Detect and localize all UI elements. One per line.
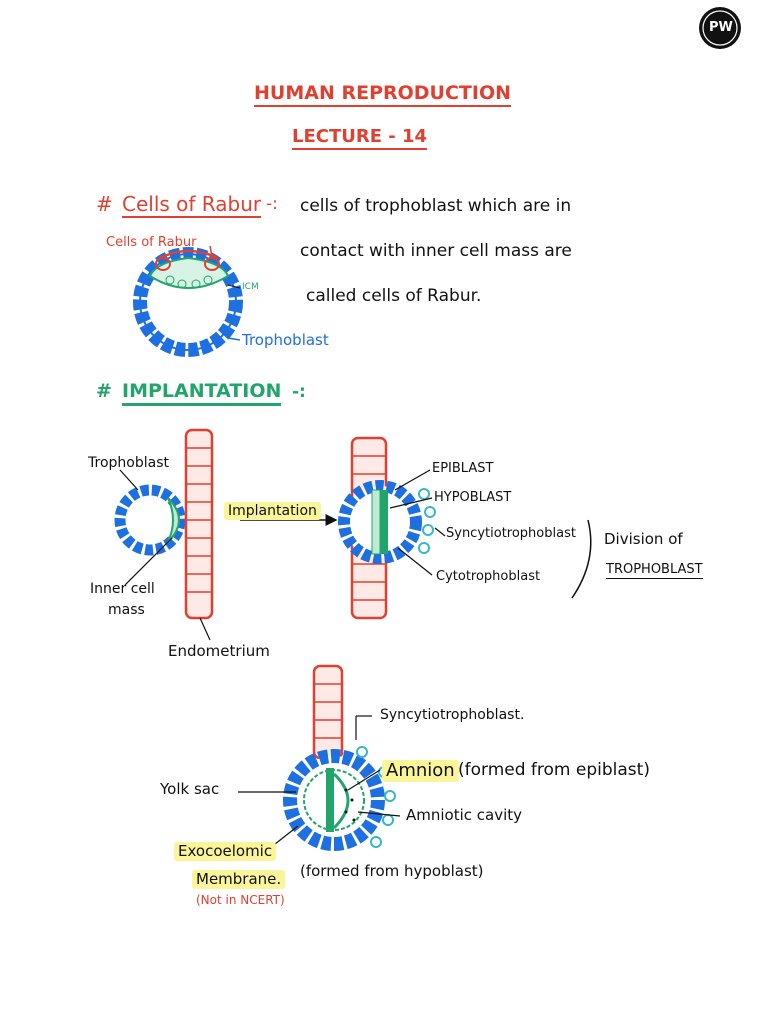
label-cytotrophoblast: Cytotrophoblast (436, 569, 541, 584)
implantation-after (338, 436, 592, 620)
bottom-label-exocoelomic: Exocoelomic (174, 842, 277, 861)
label-division-of: Division of (604, 530, 683, 548)
bottom-blastocyst (238, 664, 401, 851)
label-trophoblast: Trophoblast (88, 455, 169, 471)
rabur-label-trophoblast: Trophoblast (242, 331, 329, 349)
rabur-label-cells: Cells of Rabur (106, 235, 197, 250)
label-hypoblast: HYPOBLAST (434, 490, 512, 505)
rabur-desc-line2: contact with inner cell mass are (300, 241, 572, 261)
label-syncytiotrophoblast: Syncytiotrophoblast (446, 526, 576, 541)
rabur-colon: -: (266, 194, 278, 214)
bottom-label-amnion: Amnion (382, 760, 459, 782)
label-inner-cell-mass-2: mass (108, 602, 145, 618)
bottom-label-membrane: Membrane. (192, 870, 286, 889)
pw-logo (699, 7, 741, 49)
label-inner-cell-mass-1: Inner cell (90, 581, 155, 597)
rabur-desc-line3: called cells of Rabur. (306, 286, 482, 306)
bottom-label-amniotic-cavity: Amniotic cavity (406, 806, 523, 824)
rabur-label-icm: ICM (242, 282, 259, 292)
bottom-label-amnion-note: (formed from epiblast) (458, 760, 650, 780)
bottom-label-exo-note: (formed from hypoblast) (300, 862, 484, 880)
rabur-hash: # (96, 192, 113, 216)
pw-logo-text: PW (709, 20, 733, 35)
rabur-heading: Cells of Rabur (122, 192, 262, 218)
label-epiblast: EPIBLAST (432, 461, 494, 476)
bottom-label-syncytio: Syncytiotrophoblast. (380, 707, 525, 723)
implantation-heading: IMPLANTATION (122, 382, 282, 406)
implantation-before (114, 428, 214, 641)
implantation-hash: # (96, 380, 112, 402)
label-endometrium: Endometrium (168, 642, 270, 660)
bottom-label-yolk-sac: Yolk sac (160, 780, 220, 798)
blastocyst-rabur (133, 245, 243, 357)
label-trophoblast-division: TROPHOBLAST (606, 562, 703, 579)
rabur-desc-line1: cells of trophoblast which are in (300, 196, 572, 216)
lecture-number: LECTURE - 14 (292, 128, 428, 150)
bottom-label-not-ncert: (Not in NCERT) (196, 893, 285, 907)
label-implantation-arrow: Implantation (224, 502, 321, 520)
implantation-colon: -: (292, 382, 306, 402)
page-title: HUMAN REPRODUCTION (254, 84, 512, 107)
